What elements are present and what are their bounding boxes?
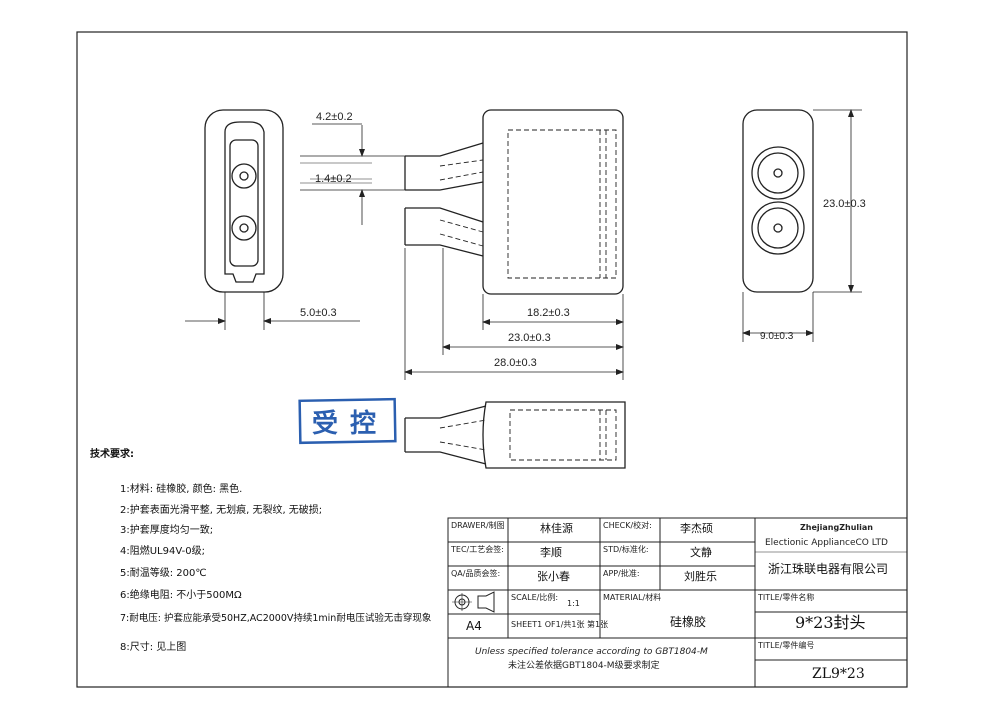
dim-23-length-label: 23.0±0.3 — [508, 332, 551, 344]
tec-value: 李顺 — [540, 545, 562, 559]
dim-4-2-label: 4.2±0.2 — [316, 111, 353, 123]
paper-size: A4 — [466, 619, 482, 633]
note-5: 5:耐温等级: 200℃ — [120, 566, 207, 579]
note-1: 1:材料: 硅橡胶, 颜色: 黑色. — [120, 482, 242, 495]
stamp-text: 受控 — [312, 408, 388, 439]
drawer-value: 林佳源 — [540, 521, 573, 535]
dim-18-2: 18.2±0.3 — [482, 307, 624, 325]
note-7: 7:耐电压: 护套应能承受50HZ,AC2000V持续1min耐电压试验无击穿现… — [120, 612, 432, 624]
controlled-stamp: 受控 — [298, 397, 397, 445]
drawing-border — [76, 31, 908, 688]
dim-23-height: 23.0±0.3 — [823, 109, 866, 293]
tolerance-en: Unless specified tolerance according to … — [475, 647, 708, 657]
note-3: 3:护套厚度均匀一致; — [120, 523, 213, 536]
dim-1-4-label: 1.4±0.2 — [315, 173, 352, 185]
dim-9-0: 9.0±0.3 — [742, 330, 814, 342]
std-label: STD/标准化: — [603, 544, 649, 554]
title-block — [447, 517, 908, 688]
dim-9-0-label: 9.0±0.3 — [760, 331, 794, 342]
material-label: MATERIAL/材料 — [603, 592, 661, 602]
note-8: 8:尺寸: 见上图 — [120, 640, 186, 653]
tolerance-cn: 未注公差依据GBT1804-M级要求制定 — [508, 659, 660, 671]
scale-label: SCALE/比例: — [511, 592, 558, 602]
app-value: 刘胜乐 — [684, 569, 717, 583]
title-block-text: DRAWER/制图 林佳源 CHECK/校对: 李杰硕 TEC/工艺会签: 李顺… — [450, 520, 888, 682]
end-view-right — [742, 109, 862, 342]
company-name-en-2: Electionic ApplianceCO LTD — [765, 538, 888, 548]
part-code-value: ZL9*23 — [812, 666, 865, 682]
part-name-label: TITLE/零件名称 — [757, 592, 814, 602]
note-6: 6:绝缘电阻: 不小于500MΩ — [120, 588, 242, 601]
notes-heading: 技术要求: — [90, 447, 134, 460]
part-code-label: TITLE/零件编号 — [757, 640, 814, 650]
note-2: 2:护套表面光滑平整, 无划痕, 无裂纹, 无破损; — [120, 503, 322, 516]
drawer-label: DRAWER/制图 — [451, 520, 505, 530]
scale-value: 1:1 — [567, 599, 580, 608]
dim-4-2: 4.2±0.2 — [312, 111, 365, 225]
sheet-label: SHEET1 OF1/共1张 第1张 — [511, 619, 608, 629]
dim-18-2-label: 18.2±0.3 — [527, 307, 570, 319]
projection-symbol — [452, 591, 495, 613]
part-name-value: 9*23封头 — [795, 613, 866, 632]
check-label: CHECK/校对: — [603, 520, 652, 530]
material-value: 硅橡胶 — [670, 614, 706, 629]
dim-28-0: 28.0±0.3 — [404, 357, 624, 375]
company-name-cn: 浙江珠联电器有限公司 — [768, 562, 888, 576]
technical-notes: 技术要求: 1:材料: 硅橡胶, 颜色: 黑色. 2:护套表面光滑平整, 无划痕… — [90, 447, 432, 653]
std-value: 文静 — [690, 545, 712, 559]
dim-1-4: 1.4±0.2 — [310, 173, 372, 185]
side-view — [300, 109, 624, 380]
note-4: 4:阻燃UL94V-0级; — [120, 544, 205, 557]
dim-23-height-label: 23.0±0.3 — [823, 198, 866, 210]
qa-value: 张小春 — [537, 570, 570, 583]
dim-23-length: 23.0±0.3 — [442, 332, 624, 350]
tec-label: TEC/工艺会签: — [450, 544, 504, 554]
dim-5-0-label: 5.0±0.3 — [300, 307, 337, 319]
check-value: 李杰硕 — [680, 521, 713, 535]
bottom-view — [404, 401, 626, 469]
dim-5-0: 5.0±0.3 — [185, 307, 360, 324]
dim-28-0-label: 28.0±0.3 — [494, 357, 537, 369]
company-name-en-1: ZhejiangZhulian — [800, 523, 873, 532]
end-view-left — [204, 109, 284, 330]
qa-label: QA/品质会签: — [451, 568, 500, 578]
app-label: APP/批准: — [603, 568, 640, 578]
